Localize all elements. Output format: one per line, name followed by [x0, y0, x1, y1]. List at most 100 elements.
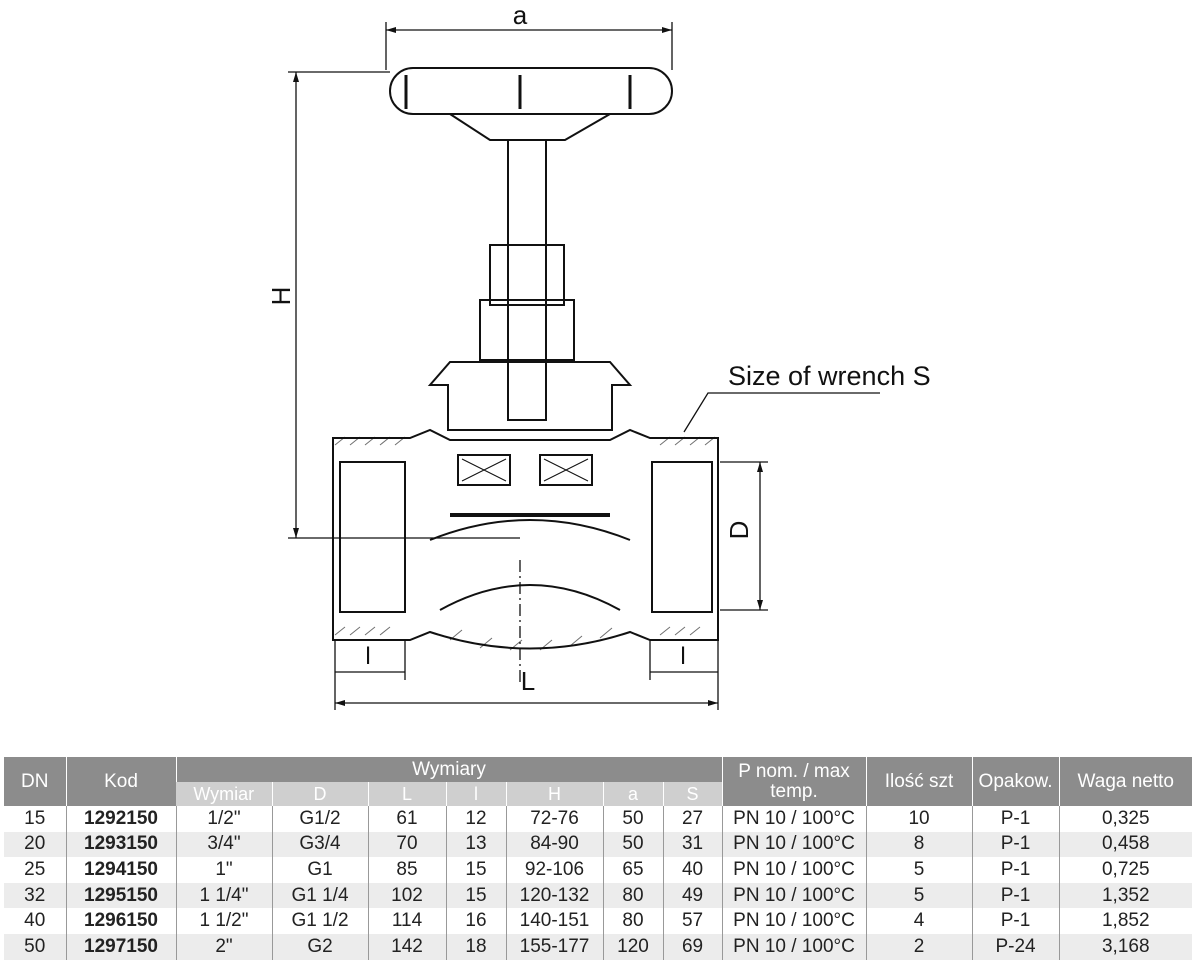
table-cell: 5 [865, 882, 973, 909]
table-cell: 1293150 [65, 831, 176, 858]
subheader-h: H [505, 782, 603, 806]
table-cell: 10 [865, 806, 973, 832]
subheader-s: S [662, 782, 723, 806]
table-cell: 32 [4, 882, 66, 909]
table-cell: 1 1/2" [175, 908, 272, 934]
valve-body [332, 428, 719, 650]
table-cell: 40 [662, 857, 723, 883]
table-cell: 40 [24, 910, 46, 932]
dimension-H-label: H [266, 287, 296, 306]
table-cell: 2 [865, 933, 973, 960]
table-cell: 15 [24, 807, 46, 829]
header-dn: DN [4, 757, 66, 806]
dimension-D-label: D [724, 521, 754, 540]
header-waga: Waga netto [1058, 757, 1192, 806]
table-cell: PN 10 / 100°C [721, 806, 867, 832]
table-cell: 72-76 [505, 806, 603, 832]
table-cell: P-1 [971, 806, 1060, 832]
subheader-l: l [445, 782, 506, 806]
table-cell: 140-151 [505, 908, 603, 934]
table-cell: 1/2" [175, 806, 272, 832]
dimension-L-label: L [521, 666, 535, 696]
table-cell: 92-106 [505, 857, 603, 883]
table-cell: 31 [662, 831, 723, 858]
table-cell: 0,325 [1058, 806, 1192, 832]
table-cell: G3/4 [271, 831, 368, 858]
table-cell: P-1 [971, 908, 1060, 934]
table-cell: 13 [445, 831, 506, 858]
table-cell: 120 [602, 933, 663, 960]
subheader-l-length: L [367, 782, 446, 806]
table-cell: G1 1/2 [271, 908, 368, 934]
table-cell: 4 [865, 908, 973, 934]
table-cell: 84-90 [505, 831, 603, 858]
table-cell: 155-177 [505, 933, 603, 960]
table-cell: 50 [602, 831, 663, 858]
subheader-wymiar: Wymiar [176, 782, 272, 806]
table-cell: 1,852 [1058, 908, 1192, 934]
header-pnom: P nom. / max temp. [721, 757, 867, 806]
table-cell: 70 [367, 831, 446, 858]
dimension-l-right-label: l [680, 643, 685, 670]
table-cell: 142 [367, 933, 446, 960]
table-cell: 12 [445, 806, 506, 832]
table-cell: 49 [662, 882, 723, 909]
table-cell: 1295150 [65, 882, 176, 909]
dimension-a-label: a [513, 0, 528, 30]
table-cell: PN 10 / 100°C [721, 933, 867, 960]
header-opakow: Opakow. [971, 757, 1060, 806]
stem [507, 139, 547, 421]
wrench-size-label: Size of wrench S [728, 361, 931, 391]
product-table: DN Kod Wymiary P nom. / max temp. Ilość … [4, 757, 1192, 960]
dimension-l-left-label: l [365, 643, 370, 670]
table-cell: P-1 [971, 857, 1060, 883]
table-cell: 102 [367, 882, 446, 909]
table-cell: G1 [271, 857, 368, 883]
table-cell: 1 1/4" [175, 882, 272, 909]
handwheel [389, 67, 673, 115]
subheader-d: D [271, 782, 368, 806]
table-cell: 3/4" [175, 831, 272, 858]
table-cell: 0,458 [1058, 831, 1192, 858]
table-cell: 15 [445, 857, 506, 883]
table-cell: P-1 [971, 882, 1060, 909]
table-cell: 1,352 [1058, 882, 1192, 909]
valve-technical-drawing: a H D L l l Size of wrench S [266, 0, 931, 710]
table-cell: P-1 [971, 831, 1060, 858]
table-cell: 2" [175, 933, 272, 960]
table-cell: 1297150 [65, 933, 176, 960]
table-cell: 27 [662, 806, 723, 832]
table-cell: 5 [865, 857, 973, 883]
table-cell: 1" [175, 857, 272, 883]
table-cell: 0,725 [1058, 857, 1192, 883]
subheader-a: a [602, 782, 663, 806]
header-kod: Kod [65, 757, 176, 806]
table-cell: 85 [367, 857, 446, 883]
table-cell: G1 1/4 [271, 882, 368, 909]
table-cell: 1294150 [65, 857, 176, 883]
table-cell: 50 [602, 806, 663, 832]
bonnet [427, 361, 633, 431]
table-cell: 80 [602, 882, 663, 909]
table-cell: 69 [662, 933, 723, 960]
table-cell: PN 10 / 100°C [721, 831, 867, 858]
table-cell: 20 [4, 831, 66, 858]
table-cell: 3,168 [1058, 933, 1192, 960]
header-ilosc: Ilość szt [865, 757, 973, 806]
table-cell: 16 [445, 908, 506, 934]
table-cell: 80 [602, 908, 663, 934]
table-cell: 18 [445, 933, 506, 960]
table-cell: 120-132 [505, 882, 603, 909]
table-cell: 15 [445, 882, 506, 909]
table-cell: 114 [367, 908, 446, 934]
table-cell: 25 [24, 858, 46, 880]
header-wymiary: Wymiary [175, 757, 723, 782]
table-cell: 57 [662, 908, 723, 934]
